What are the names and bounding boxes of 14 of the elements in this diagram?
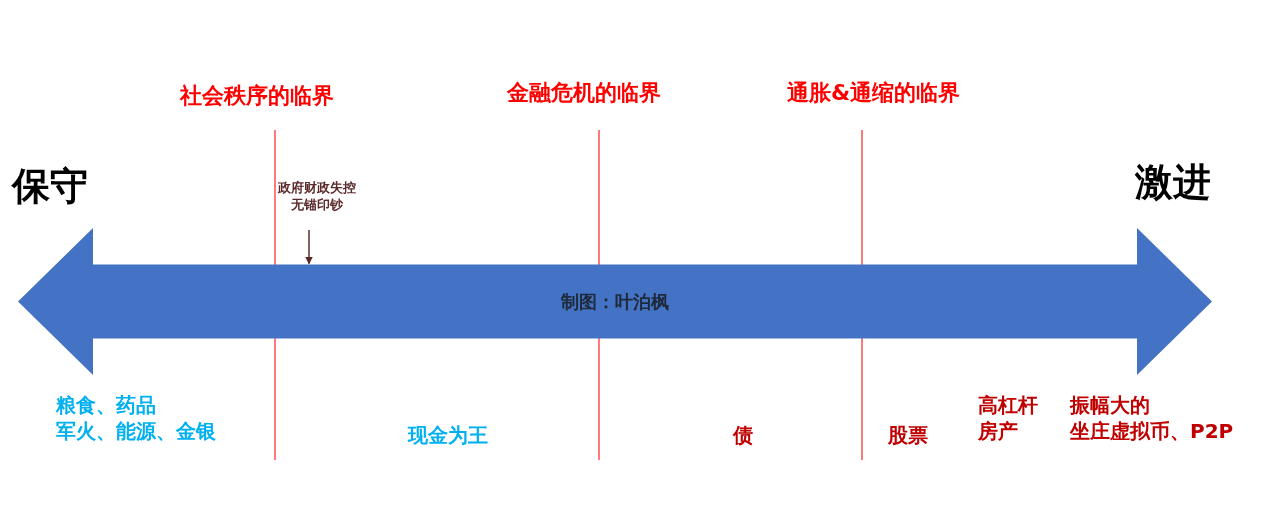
- threshold-heading: 社会秩序的临界: [180, 82, 334, 110]
- arrow: [305, 229, 313, 265]
- category-text: 振幅大的坐庄虚拟币、P2P: [1070, 392, 1234, 444]
- category-text: 股票: [888, 422, 928, 448]
- threshold-heading: 金融危机的临界: [507, 79, 661, 107]
- end-label: 保守: [12, 163, 88, 210]
- credit-text: 制图：叶泊枫: [561, 289, 669, 314]
- annotation-text: 政府财政失控无锚印钞: [278, 180, 356, 214]
- category-text: 现金为王: [408, 422, 488, 448]
- category-text: 债: [733, 422, 753, 448]
- threshold-heading: 通胀&通缩的临界: [787, 79, 961, 107]
- category-text: 高杠杆房产: [978, 392, 1038, 444]
- category-text: 粮食、药品军火、能源、金银: [56, 392, 216, 444]
- end-label: 激进: [1135, 159, 1211, 206]
